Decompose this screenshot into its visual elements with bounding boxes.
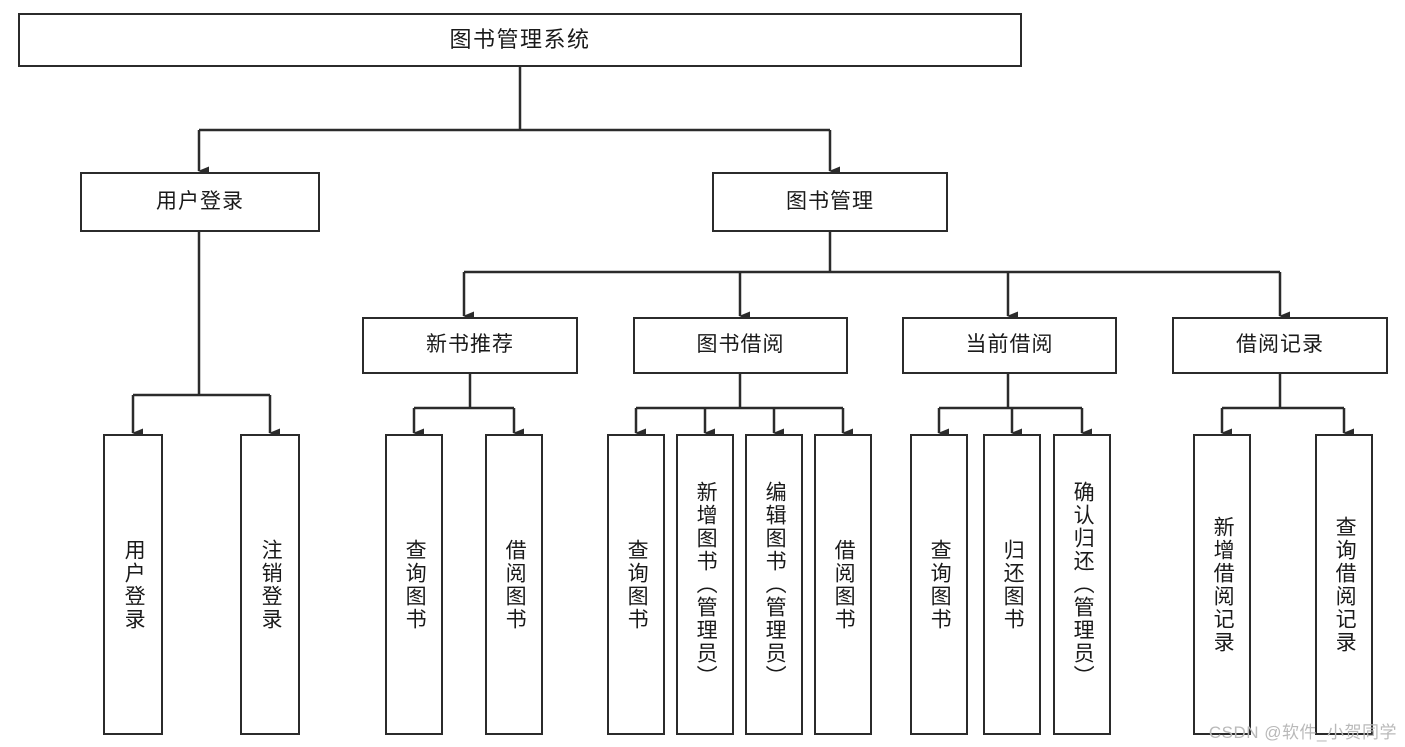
- root-node[interactable]: 图书管理系统: [18, 13, 1022, 67]
- leaf-node-2-label: 注销登录: [259, 538, 283, 631]
- leaf-node-5[interactable]: 查询图书: [607, 434, 665, 735]
- leaf-node-11[interactable]: 确认归还（管理员）: [1053, 434, 1111, 735]
- leaf-node-7-label: 编辑图书（管理员）: [763, 481, 787, 688]
- leaf-node-4-label: 借阅图书: [503, 538, 527, 631]
- level3-node-4[interactable]: 借阅记录: [1172, 317, 1388, 374]
- leaf-node-13-label: 查询借阅记录: [1333, 515, 1357, 654]
- level2-node-2-label: 图书管理: [786, 189, 874, 213]
- level3-node-2[interactable]: 图书借阅: [633, 317, 848, 374]
- leaf-node-13[interactable]: 查询借阅记录: [1315, 434, 1373, 735]
- leaf-node-9-label: 查询图书: [928, 538, 952, 631]
- leaf-node-11-label: 确认归还（管理员）: [1071, 481, 1095, 688]
- level3-node-3[interactable]: 当前借阅: [902, 317, 1117, 374]
- leaf-node-3[interactable]: 查询图书: [385, 434, 443, 735]
- leaf-node-3-label: 查询图书: [403, 538, 427, 631]
- leaf-node-10[interactable]: 归还图书: [983, 434, 1041, 735]
- leaf-node-6[interactable]: 新增图书（管理员）: [676, 434, 734, 735]
- leaf-node-8-label: 借阅图书: [832, 538, 856, 631]
- leaf-node-1-label: 用户登录: [122, 538, 146, 631]
- root-node-label: 图书管理系统: [449, 27, 591, 53]
- leaf-node-6-label: 新增图书（管理员）: [694, 481, 718, 688]
- level3-node-4-label: 借阅记录: [1236, 333, 1324, 357]
- leaf-node-10-label: 归还图书: [1001, 538, 1025, 631]
- leaf-node-8[interactable]: 借阅图书: [814, 434, 872, 735]
- leaf-node-12-label: 新增借阅记录: [1211, 515, 1235, 654]
- leaf-node-5-label: 查询图书: [625, 538, 649, 631]
- level2-node-1[interactable]: 用户登录: [80, 172, 320, 232]
- leaf-node-12[interactable]: 新增借阅记录: [1193, 434, 1251, 735]
- leaf-node-2[interactable]: 注销登录: [240, 434, 300, 735]
- leaf-node-4[interactable]: 借阅图书: [485, 434, 543, 735]
- level2-node-2[interactable]: 图书管理: [712, 172, 948, 232]
- leaf-node-1[interactable]: 用户登录: [103, 434, 163, 735]
- level2-node-1-label: 用户登录: [156, 189, 244, 213]
- leaf-node-7[interactable]: 编辑图书（管理员）: [745, 434, 803, 735]
- level3-node-2-label: 图书借阅: [696, 333, 785, 357]
- level3-node-1-label: 新书推荐: [426, 333, 514, 357]
- level3-node-3-label: 当前借阅: [965, 333, 1054, 357]
- leaf-node-9[interactable]: 查询图书: [910, 434, 968, 735]
- level3-node-1[interactable]: 新书推荐: [362, 317, 578, 374]
